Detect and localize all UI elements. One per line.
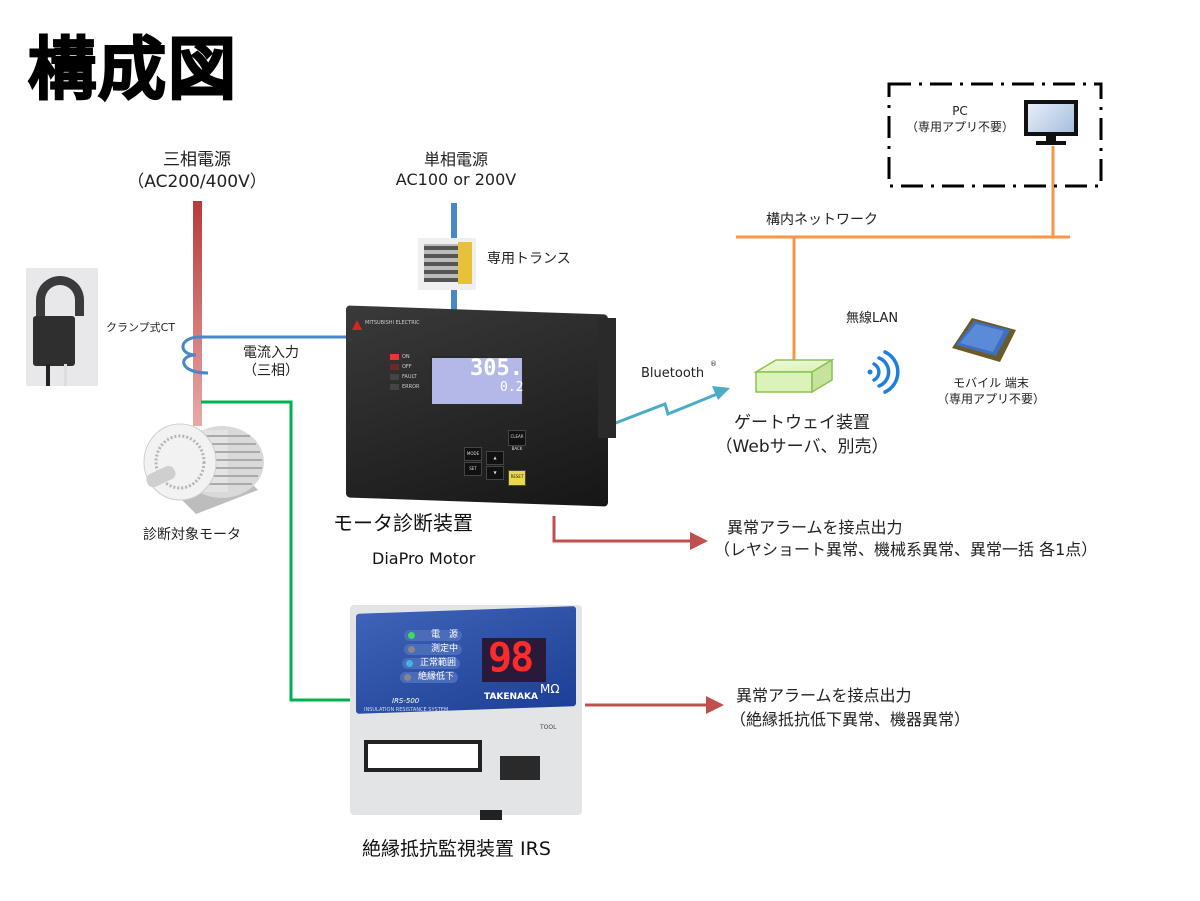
gateway-label: ゲートウェイ装置 xyxy=(734,413,870,433)
irs-system-text: INSULATION RESISTANCE SYSTEM xyxy=(364,707,449,713)
page-title: 構成図 xyxy=(27,30,239,111)
pc-sublabel: （専用アプリ不要） xyxy=(905,120,1014,134)
mitsubishi-logo-icon xyxy=(352,320,362,330)
transformer-core xyxy=(424,244,460,282)
up-key: ▲ xyxy=(486,451,504,465)
network-label: 構内ネットワーク xyxy=(766,212,878,228)
led-fault xyxy=(390,374,399,380)
set-key: SET xyxy=(464,462,482,476)
clear-back-key: CLEAR BACK xyxy=(508,430,526,451)
led-on xyxy=(390,354,399,360)
indicator-led xyxy=(404,674,411,681)
irs-alarm-detail: （絶縁抵抗低下異常、機器異常） xyxy=(730,710,971,729)
transformer-label: 専用トランス xyxy=(487,251,571,267)
registered-mark: ® xyxy=(710,360,717,368)
indicator-power: 電 源 xyxy=(404,630,462,641)
three-phase-power-label: 三相電源 xyxy=(163,150,231,170)
indicator-low-insulation: 絶縁低下 xyxy=(400,672,458,683)
irs-brand: TAKENAKA xyxy=(484,692,538,702)
gateway-device-icon xyxy=(753,358,835,394)
bluetooth-arrowhead xyxy=(712,386,730,400)
diapro-alarm-label: 異常アラームを接点出力 xyxy=(727,518,903,537)
ground-wire xyxy=(201,400,350,702)
clamp-ct-label: クランプ式CT xyxy=(106,321,176,334)
pc-monitor-neck xyxy=(1046,136,1056,141)
diapro-device xyxy=(346,305,608,507)
motor-label: 診断対象モータ xyxy=(143,527,241,543)
diapro-name: モータ診断装置 xyxy=(333,511,473,535)
three-phase-wire xyxy=(193,201,202,426)
irs-unit: MΩ xyxy=(540,682,560,696)
reset-key: RESET xyxy=(508,470,526,486)
irs-display-value: 98 xyxy=(488,635,534,681)
indicator-normal: 正常範囲 xyxy=(402,658,460,669)
irs-display xyxy=(482,638,546,682)
diapro-model: DiaPro Motor xyxy=(372,549,476,568)
mobile-terminal-icon xyxy=(952,318,1016,362)
led-error xyxy=(390,384,399,390)
led-label: ERROR xyxy=(402,384,420,390)
indicator-led xyxy=(406,660,413,667)
down-key: ▼ xyxy=(486,466,504,480)
diapro-lcd-sub: 0.2 xyxy=(500,380,524,395)
single-phase-power-label: 単相電源 xyxy=(423,150,488,169)
led-label: FAULT xyxy=(402,374,417,380)
wifi-icon xyxy=(867,350,900,394)
ct-coil xyxy=(181,335,209,375)
indicator-label: 電 源 xyxy=(430,630,458,640)
bluetooth-label: Bluetooth xyxy=(641,366,705,381)
diapro-lcd xyxy=(430,356,524,406)
pc-boundary xyxy=(887,82,1103,188)
indicator-measuring: 測定中 xyxy=(404,644,462,655)
mobile-label: モバイル 端末 xyxy=(953,376,1029,390)
single-phase-wire xyxy=(451,203,457,239)
indicator-led xyxy=(408,632,415,639)
bluetooth-link xyxy=(612,390,723,426)
led-label: OFF xyxy=(402,364,412,370)
single-phase-power-spec: AC100 or 200V xyxy=(395,170,517,189)
indicator-label: 測定中 xyxy=(430,644,458,654)
irs-alarm-arrowhead xyxy=(706,696,724,714)
clamp-ct-cable-white xyxy=(64,364,67,386)
diapro-alarm-detail: （レヤショート異常、機械系異常、異常一括 各1点） xyxy=(714,540,1098,559)
pc-label: PC xyxy=(952,104,968,118)
diapro-brand: MITSUBISHI ELECTRIC xyxy=(365,320,420,326)
clamp-ct-body xyxy=(33,316,75,366)
clamp-ct-jaw xyxy=(36,276,84,316)
single-phase-wire-lower xyxy=(451,290,457,314)
three-phase-power-spec: （AC200/400V） xyxy=(127,172,267,192)
indicator-led xyxy=(408,646,415,653)
diapro-din-rail xyxy=(598,318,616,438)
diapro-alarm-line xyxy=(552,516,690,543)
mode-key: MODE xyxy=(464,447,482,461)
wireless-lan-label: 無線LAN xyxy=(846,311,899,326)
diapro-alarm-arrowhead xyxy=(690,532,708,550)
irs-terminal-block xyxy=(364,740,482,772)
led-label: ON xyxy=(402,354,410,360)
diapro-lcd-main: 305. xyxy=(470,356,523,381)
irs-mount-foot xyxy=(480,810,502,820)
mobile-sublabel: （専用アプリ不要） xyxy=(936,392,1045,406)
current-input-sublabel: （三相） xyxy=(243,363,299,379)
clamp-ct-cable xyxy=(46,364,50,386)
irs-model: IRS-500 xyxy=(392,697,420,705)
pc-monitor-base xyxy=(1036,141,1066,145)
irs-name: 絶縁抵抗監視装置 IRS xyxy=(362,838,551,860)
led-off xyxy=(390,364,399,370)
motor-icon xyxy=(143,423,264,514)
irs-tool-label: TOOL xyxy=(540,724,557,731)
indicator-label: 絶縁低下 xyxy=(417,672,454,682)
gateway-sublabel: （Webサーバ、別売） xyxy=(715,437,889,457)
irs-dip-switch xyxy=(500,756,540,780)
indicator-label: 正常範囲 xyxy=(419,658,456,668)
pc-monitor-icon xyxy=(1024,100,1078,136)
irs-alarm-label: 異常アラームを接点出力 xyxy=(736,686,912,705)
current-input-label: 電流入力 xyxy=(243,345,299,361)
transformer-cover xyxy=(458,242,472,284)
